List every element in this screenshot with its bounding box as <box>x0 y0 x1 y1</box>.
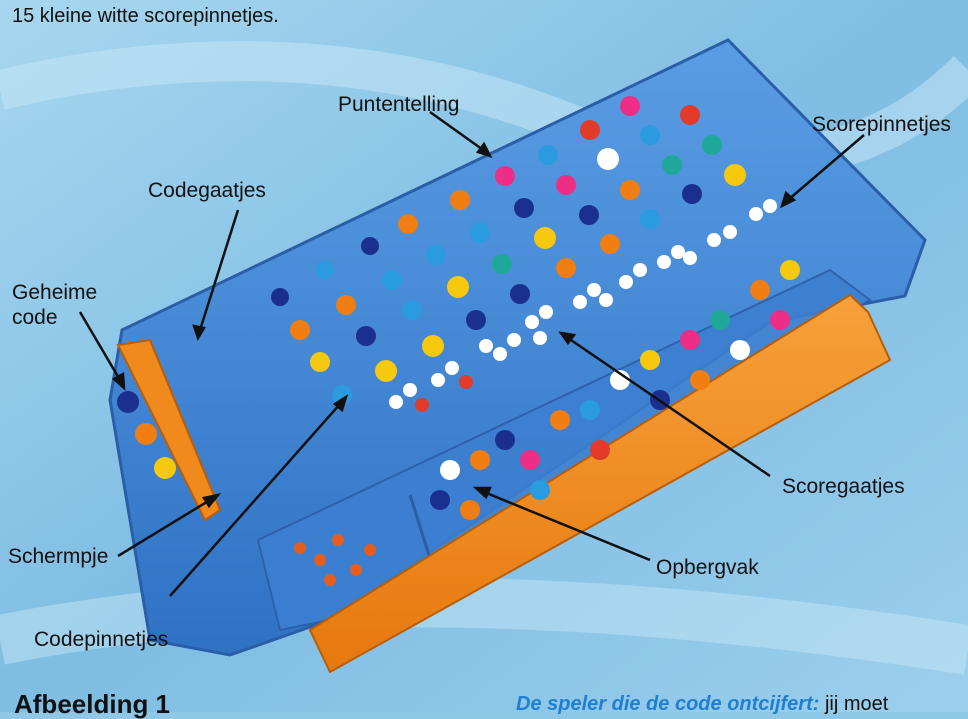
secret-code-peg <box>117 391 139 413</box>
label-schermpje: Schermpje <box>8 544 108 569</box>
label-scorepinnetjes: Scorepinnetjes <box>812 112 951 137</box>
label-codegaatjes: Codegaatjes <box>148 178 266 203</box>
label-opbergvak: Opbergvak <box>656 555 759 580</box>
bottom-right-text: De speler die de code ontcijfert: jij mo… <box>516 692 888 717</box>
label-scoregaatjes: Scoregaatjes <box>782 474 905 499</box>
intro-text: 15 kleine witte scorepinnetjes. <box>12 4 279 29</box>
label-puntentelling: Puntentelling <box>338 92 459 117</box>
figure-caption: Afbeelding 1 <box>14 692 170 717</box>
label-geheime-code: Geheime code <box>12 280 97 330</box>
secret-code-peg <box>135 423 157 445</box>
label-codepinnetjes: Codepinnetjes <box>34 627 168 652</box>
secret-code-peg <box>154 457 176 479</box>
